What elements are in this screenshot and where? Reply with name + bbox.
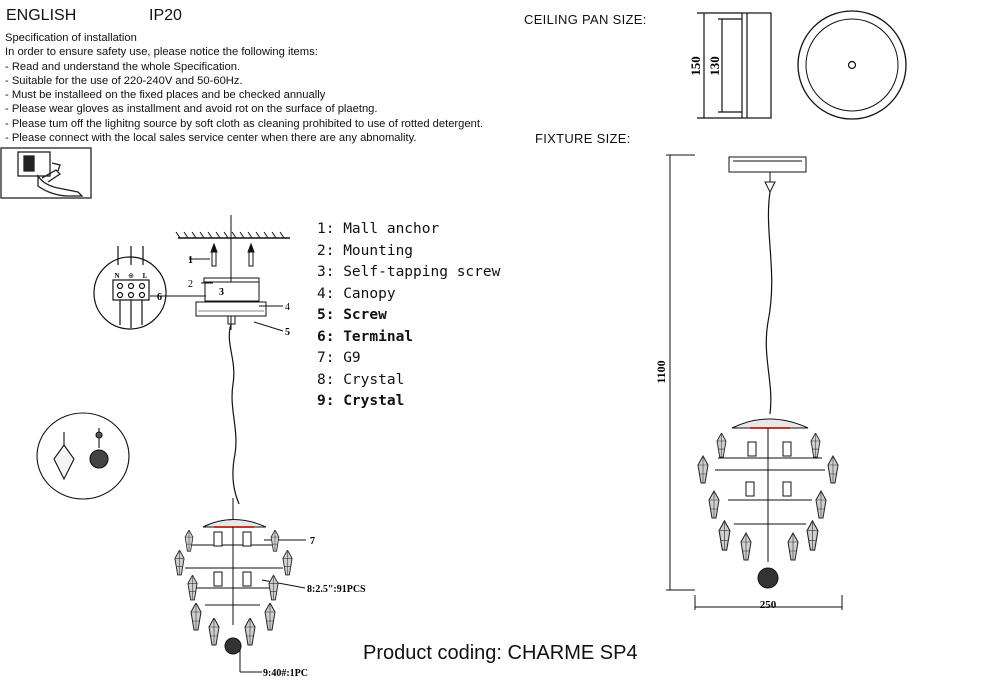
fixture-width-dim: 250	[760, 599, 777, 611]
part-item: 3: Self-tapping screw	[317, 264, 501, 280]
spec-item: - Read and understand the whole Specific…	[5, 60, 241, 73]
fixture-size-drawing	[666, 154, 843, 610]
callout-2: 2	[188, 279, 193, 290]
pan-dim-inner: 130	[707, 56, 722, 76]
ceiling-pan-top-view	[797, 10, 907, 120]
ceiling-pan-label: CEILING PAN SIZE:	[524, 12, 647, 27]
terminal-detail	[93, 246, 167, 330]
switch-off-icon	[0, 147, 92, 199]
terminal-label-l: L	[143, 272, 148, 280]
callout-5: 5	[285, 327, 290, 338]
parts-list: 1: Mall anchor 2: Mounting 3: Self-tappi…	[317, 219, 500, 413]
callout-4: 4	[285, 302, 290, 313]
spec-item: - Please connect with the local sales se…	[5, 132, 417, 145]
crystal-detail	[36, 412, 130, 500]
product-coding: Product coding: CHARME SP4	[363, 642, 638, 664]
ip-rating: IP20	[149, 7, 182, 24]
callout-3: 3	[219, 287, 224, 298]
pan-dim-outer: 150	[688, 56, 703, 76]
callout-8: 8:2.5":91PCS	[307, 584, 366, 595]
fixture-height-dim: 1100	[654, 360, 668, 383]
spec-item: - Please tum off the lighitng source by …	[5, 117, 484, 130]
specification-block: Specification of installation In order t…	[5, 31, 483, 145]
fixture-size-label: FIXTURE SIZE:	[535, 131, 631, 146]
part-item: 8: Crystal	[317, 371, 405, 388]
part-item: 6: Terminal	[317, 328, 414, 345]
terminal-label-n: N	[114, 272, 119, 280]
part-item: 1: Mall anchor	[317, 221, 440, 237]
ceiling-pan-side-view	[697, 12, 772, 119]
terminal-label-ground: ⊕	[128, 272, 134, 280]
part-item: 5: Screw	[317, 307, 387, 323]
spec-title: Specification of installation	[5, 32, 137, 44]
callout-7: 7	[310, 536, 315, 547]
language-label: ENGLISH	[6, 7, 77, 24]
left-chandelier	[185, 498, 306, 673]
spec-intro: In order to ensure safety use, please no…	[5, 46, 318, 59]
callout-6: 6	[157, 292, 162, 303]
part-item: 7: G9	[317, 350, 361, 366]
part-item: 9: Crystal	[317, 393, 405, 409]
spec-item: - Must be installeed on the fixed places…	[5, 89, 326, 102]
part-item: 4: Canopy	[317, 285, 396, 302]
callout-9: 9:40#:1PC	[263, 668, 308, 679]
callout-1: 1	[188, 255, 193, 266]
spec-item: - Please wear gloves as installment and …	[5, 103, 378, 116]
spec-item: - Suitable for the use of 220-240V and 5…	[5, 74, 243, 87]
installation-diagram	[150, 215, 290, 505]
part-item: 2: Mounting	[317, 242, 414, 259]
